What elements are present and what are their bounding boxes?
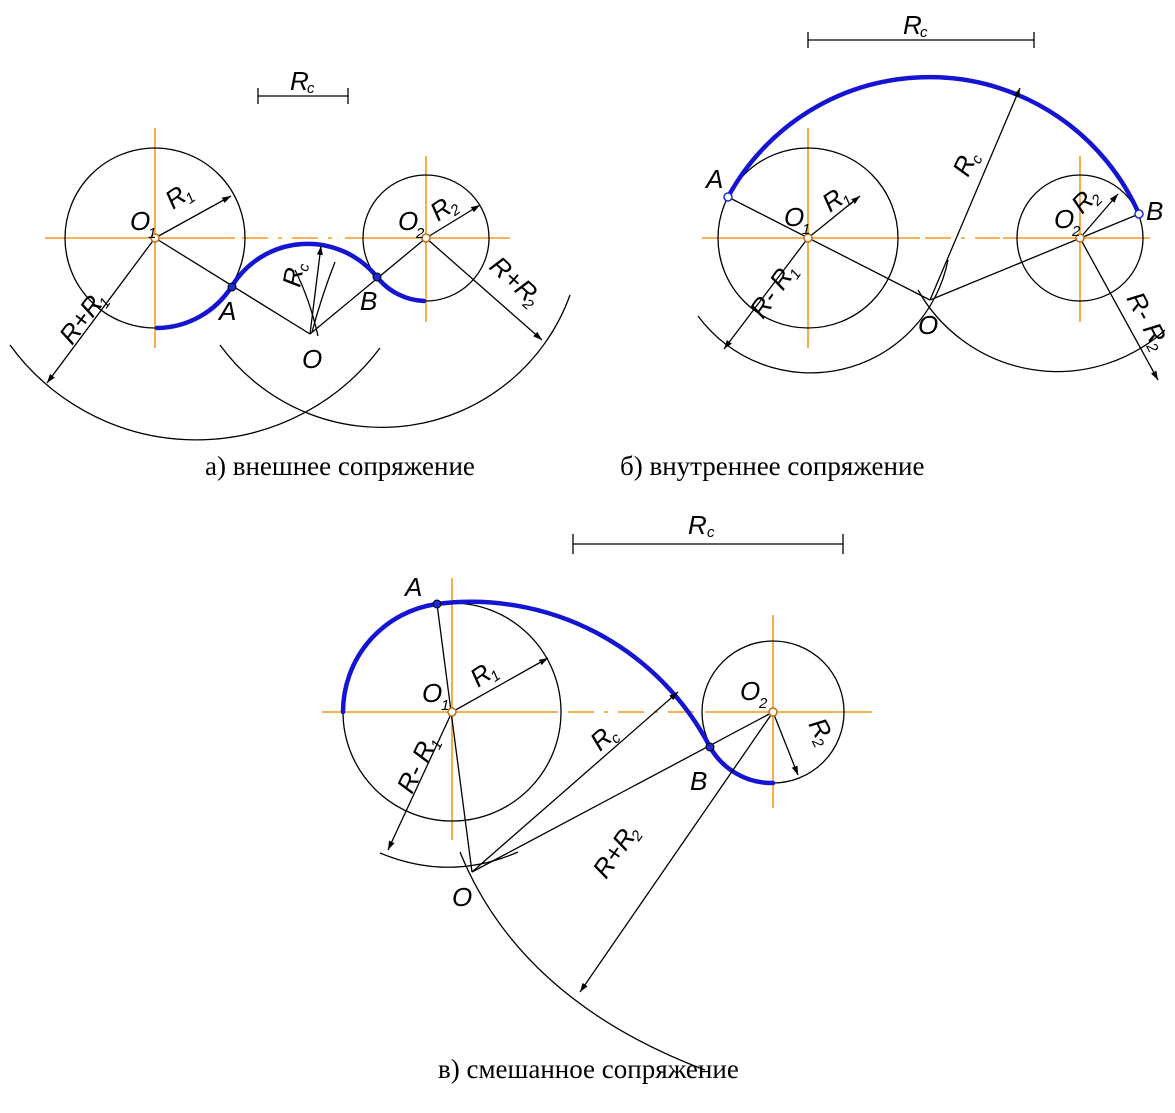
arc-rc-minus-r1-c	[379, 851, 519, 868]
label-rc-b: R c	[946, 151, 986, 181]
label-o: O	[302, 344, 322, 374]
point-a-b	[723, 192, 733, 202]
fillet-arc-rc-b	[725, 74, 1142, 217]
line-o2-o-c	[471, 711, 774, 873]
fillet-arc-circle1-c	[340, 601, 440, 715]
label-rc-plus-r2: R+R 2	[484, 250, 543, 314]
label-o2-c: O	[740, 676, 760, 706]
label-o1-b: O	[784, 202, 804, 232]
label-o2: O	[398, 206, 418, 236]
label-a-b: A	[704, 164, 723, 194]
label-rc: R c	[276, 262, 313, 289]
label-o2-sub-b: 2	[1071, 223, 1081, 240]
point-b-b	[1134, 209, 1144, 219]
label-rc-plus-r2-c: R+R 2	[586, 823, 647, 883]
caption-internal: б) внутреннее сопряжение	[620, 451, 924, 481]
label-rc-c: R c	[584, 722, 625, 757]
construction-tick-2	[311, 261, 336, 333]
dim-rc-plus-r1-arrow	[46, 237, 156, 384]
panel-internal-conjugation: R c O 1 O 2 O A B R 1 R 2 R c R- R 1 R- …	[697, 10, 1173, 381]
fillet-arc-circle2-c	[707, 744, 776, 786]
label-o2-b: O	[1054, 204, 1074, 234]
label-rc-scale-c: R	[688, 510, 707, 540]
label-o2-sub: 2	[415, 225, 425, 242]
arc-rc-plus-r2-c	[459, 851, 706, 1071]
point-o2	[421, 233, 431, 243]
dim-rc-arrow-b	[929, 87, 1021, 301]
label-rc-minus-r2-text: R- R	[1121, 287, 1173, 348]
label-b-b: B	[1146, 196, 1163, 226]
label-rc-scale: R	[290, 66, 309, 96]
line-b-o	[929, 213, 1140, 301]
point-a	[227, 282, 237, 292]
label-r1-c: R 1	[464, 658, 504, 693]
point-o1-c	[447, 707, 457, 717]
panel-mixed-conjugation: R c O 1 O 2 O A B R 1 R 2 R c R- R 1 R+R…	[322, 510, 872, 1071]
label-o1-sub: 1	[148, 225, 156, 242]
label-a: A	[217, 296, 236, 326]
label-r2: R 2	[424, 192, 464, 227]
dim-r1-arrow-c	[451, 657, 549, 713]
label-o-b: O	[918, 310, 938, 340]
label-o1-sub-b: 1	[802, 221, 810, 238]
line-a-o	[727, 196, 931, 301]
fillet-arc-rc	[229, 241, 380, 289]
arc-rc-minus-r1	[697, 259, 949, 374]
label-r1-b: R 1	[816, 183, 856, 218]
point-o2-b	[1075, 233, 1085, 243]
dim-rc-minus-r2-arrow	[1079, 237, 1159, 381]
caption-mixed: в) смешанное сопряжение	[438, 1054, 739, 1084]
point-b-c	[705, 742, 715, 752]
dim-r2-arrow-c	[772, 711, 799, 776]
point-b	[372, 272, 382, 282]
dim-rc-arrow-c	[471, 691, 679, 873]
point-o1-b	[803, 233, 813, 243]
dim-r2-arrow	[425, 204, 481, 239]
dim-r1-arrow	[154, 195, 232, 239]
arc-rc-plus-r2	[219, 294, 571, 429]
label-o-c: O	[452, 882, 472, 912]
circle-r2-b	[1016, 174, 1144, 302]
label-rc-minus-r1: R- R 1	[743, 262, 805, 323]
label-rc-scale-sub-b: c	[920, 24, 928, 41]
circle-r1-b	[717, 147, 899, 329]
label-rc-scale-sub: c	[307, 80, 315, 97]
label-o1-sub-c: 1	[441, 697, 449, 714]
point-o1	[150, 233, 160, 243]
dim-rc-minus-r1-arrow-c	[387, 711, 453, 851]
point-o2-c	[768, 707, 778, 717]
label-o2-sub-c: 2	[758, 695, 768, 712]
arc-rc-plus-r1	[9, 344, 381, 441]
caption-external: а) внешнее сопряжение	[205, 451, 475, 481]
dim-rc-plus-r2-arrow	[425, 237, 543, 341]
label-rc-minus-r2: R- R 2	[1121, 287, 1173, 356]
label-rc-text: R	[276, 265, 309, 289]
label-rc-sub: c	[295, 262, 313, 273]
label-b: B	[360, 286, 377, 316]
fillet-arc-circle1	[154, 283, 235, 331]
label-a-c: A	[403, 572, 422, 602]
point-a-c	[432, 599, 442, 609]
fillet-arc-rc-c	[434, 599, 713, 750]
fillet-arc-circle2	[374, 274, 427, 304]
label-r1: R 1	[159, 180, 199, 215]
label-rc-scale-sub-c: c	[707, 524, 715, 541]
dim-rc-plus-r2-arrow-c	[579, 711, 774, 993]
dim-rc-minus-r1-arrow	[723, 237, 809, 350]
dim-r2-arrow-b	[1079, 193, 1119, 239]
line-o2-o	[309, 237, 427, 335]
label-o1: O	[130, 206, 150, 236]
label-rc-scale-b: R	[903, 10, 922, 40]
label-rc-plus-r1: R+R 1	[53, 289, 114, 349]
line-a-o-c	[436, 603, 473, 873]
dim-rc-arrow	[309, 245, 323, 335]
label-b-c: B	[690, 766, 707, 796]
arc-rc-minus-r2	[917, 289, 1166, 373]
label-o1-c: O	[422, 678, 442, 708]
panel-external-conjugation: R c O 1 O 2 O A B R 1 R 2 R c R+R 1 R+R …	[9, 66, 571, 441]
dim-r1-arrow-b	[807, 195, 861, 239]
